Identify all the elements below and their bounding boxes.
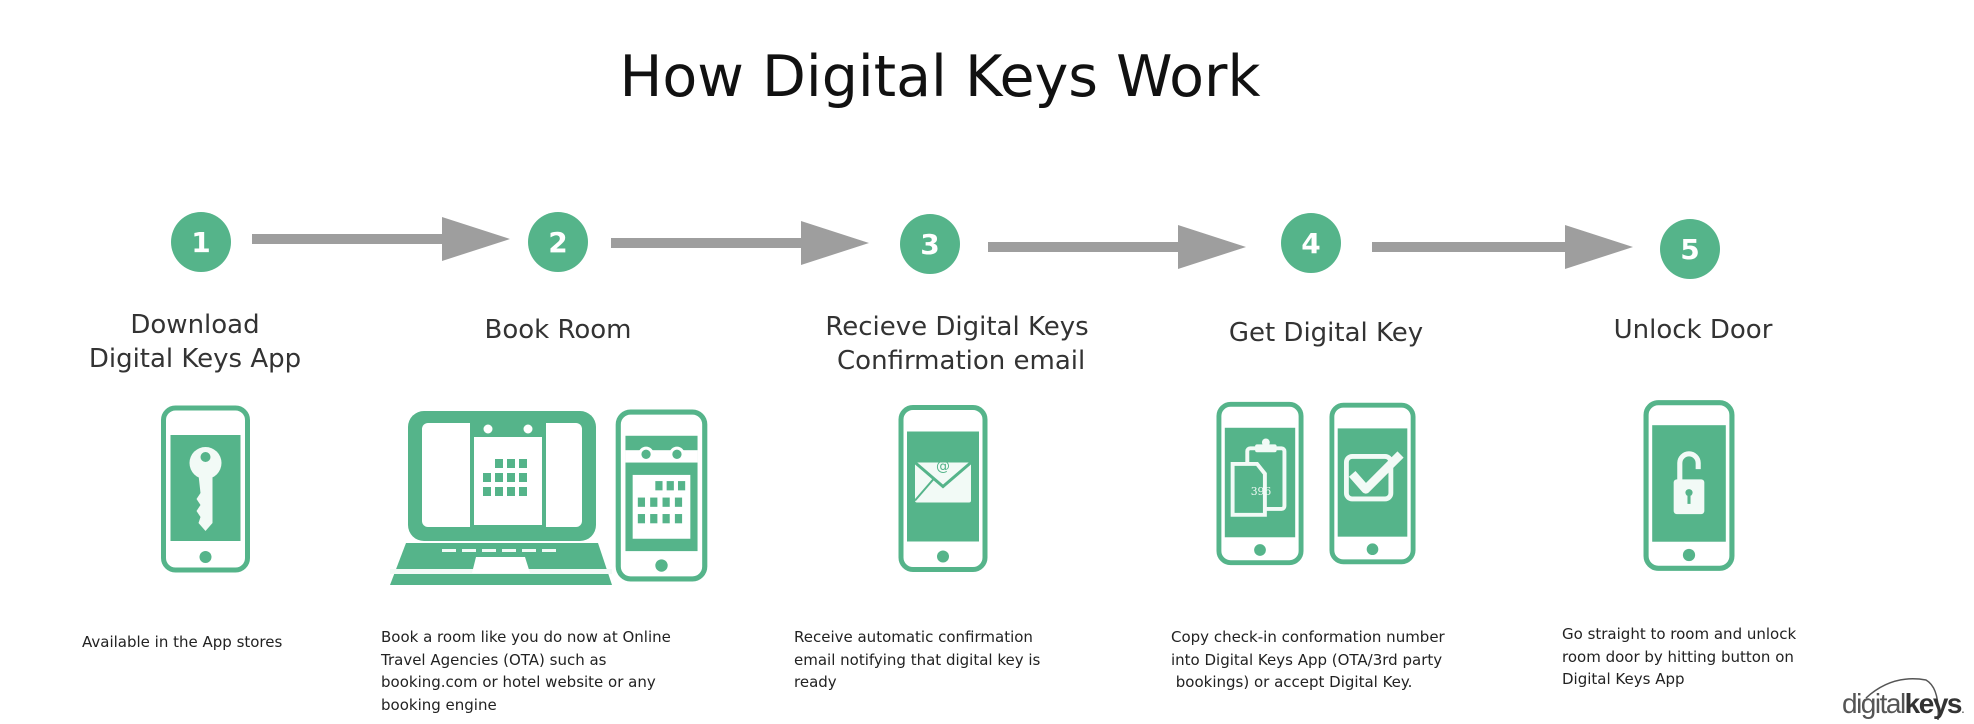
phone-email-icon: @ [898, 405, 988, 572]
description-line: ready [794, 673, 837, 692]
description-line: bookings) or accept Digital Key. [1171, 673, 1413, 692]
heading-line: Unlock Door [1613, 315, 1773, 345]
step-4-heading: Get Digital Key [1156, 316, 1496, 350]
logo-text-keys: keys [1904, 688, 1963, 719]
phone-clipboard-icon: 396 [1216, 401, 1304, 566]
phone-check-icon [1329, 402, 1416, 565]
heading-line: Book Room [484, 315, 632, 345]
logo-text-dot: . [1960, 700, 1965, 716]
heading-line: Confirmation email [828, 346, 1086, 376]
description-line: Receive automatic confirmation [794, 628, 1033, 646]
description-line: email notifying that digital key is [794, 650, 1041, 669]
description-line: Digital Keys App [1562, 670, 1685, 689]
logo-text-digital: digital [1842, 688, 1906, 719]
description-line: Available in the App stores [82, 633, 283, 651]
description-line: Travel Agencies (OTA) such as [381, 650, 607, 669]
step-5-description: Go straight to room and unlock room door … [1562, 623, 1796, 691]
step-3-heading: Recieve Digital Keys Confirmation email [787, 310, 1127, 378]
description-line: booking engine [381, 695, 497, 714]
arrow-right-icon [1372, 225, 1633, 269]
step-4-description: Copy check-in conformation number into Di… [1171, 626, 1445, 694]
heading-line: Get Digital Key [1228, 318, 1424, 348]
step-2-heading: Book Room [388, 313, 728, 347]
step-1-description: Available in the App stores [82, 631, 282, 654]
heading-line: Recieve Digital Keys [825, 312, 1089, 342]
page-title: How Digital Keys Work [619, 44, 1261, 110]
step-1-badge: 1 [171, 212, 231, 272]
laptop-calendar-icon [390, 411, 612, 585]
heading-line: Download [130, 310, 260, 340]
phone-calendar-icon [615, 409, 708, 582]
description-line: booking.com or hotel website or any [381, 673, 656, 692]
phone-unlock-icon [1643, 400, 1735, 571]
phone-key-icon [161, 405, 250, 573]
confirmation-number: 396 [1251, 485, 1272, 498]
step-3-description: Receive automatic confirmation email noti… [794, 626, 1040, 694]
digital-keys-logo: digitalkeys. [1842, 676, 1974, 722]
step-4-badge: 4 [1281, 213, 1341, 273]
description-line: Book a room like you do now at Online [381, 628, 671, 646]
step-5-heading: Unlock Door [1523, 313, 1863, 347]
description-line: into Digital Keys App (OTA/3rd party [1171, 650, 1443, 669]
description-line: room door by hitting button on [1562, 647, 1794, 666]
heading-line: Digital Keys App [88, 344, 302, 374]
arrow-right-icon [252, 217, 510, 261]
step-3-badge: 3 [900, 214, 960, 274]
arrow-right-icon [611, 221, 869, 265]
step-5-badge: 5 [1660, 219, 1720, 279]
svg-text:@: @ [936, 459, 950, 475]
arrow-right-icon [988, 225, 1246, 269]
description-line: Go straight to room and unlock [1562, 625, 1797, 643]
description-line: Copy check-in conformation number [1171, 628, 1445, 646]
step-2-badge: 2 [528, 212, 588, 272]
logo-swoosh-icon [1865, 678, 1939, 721]
